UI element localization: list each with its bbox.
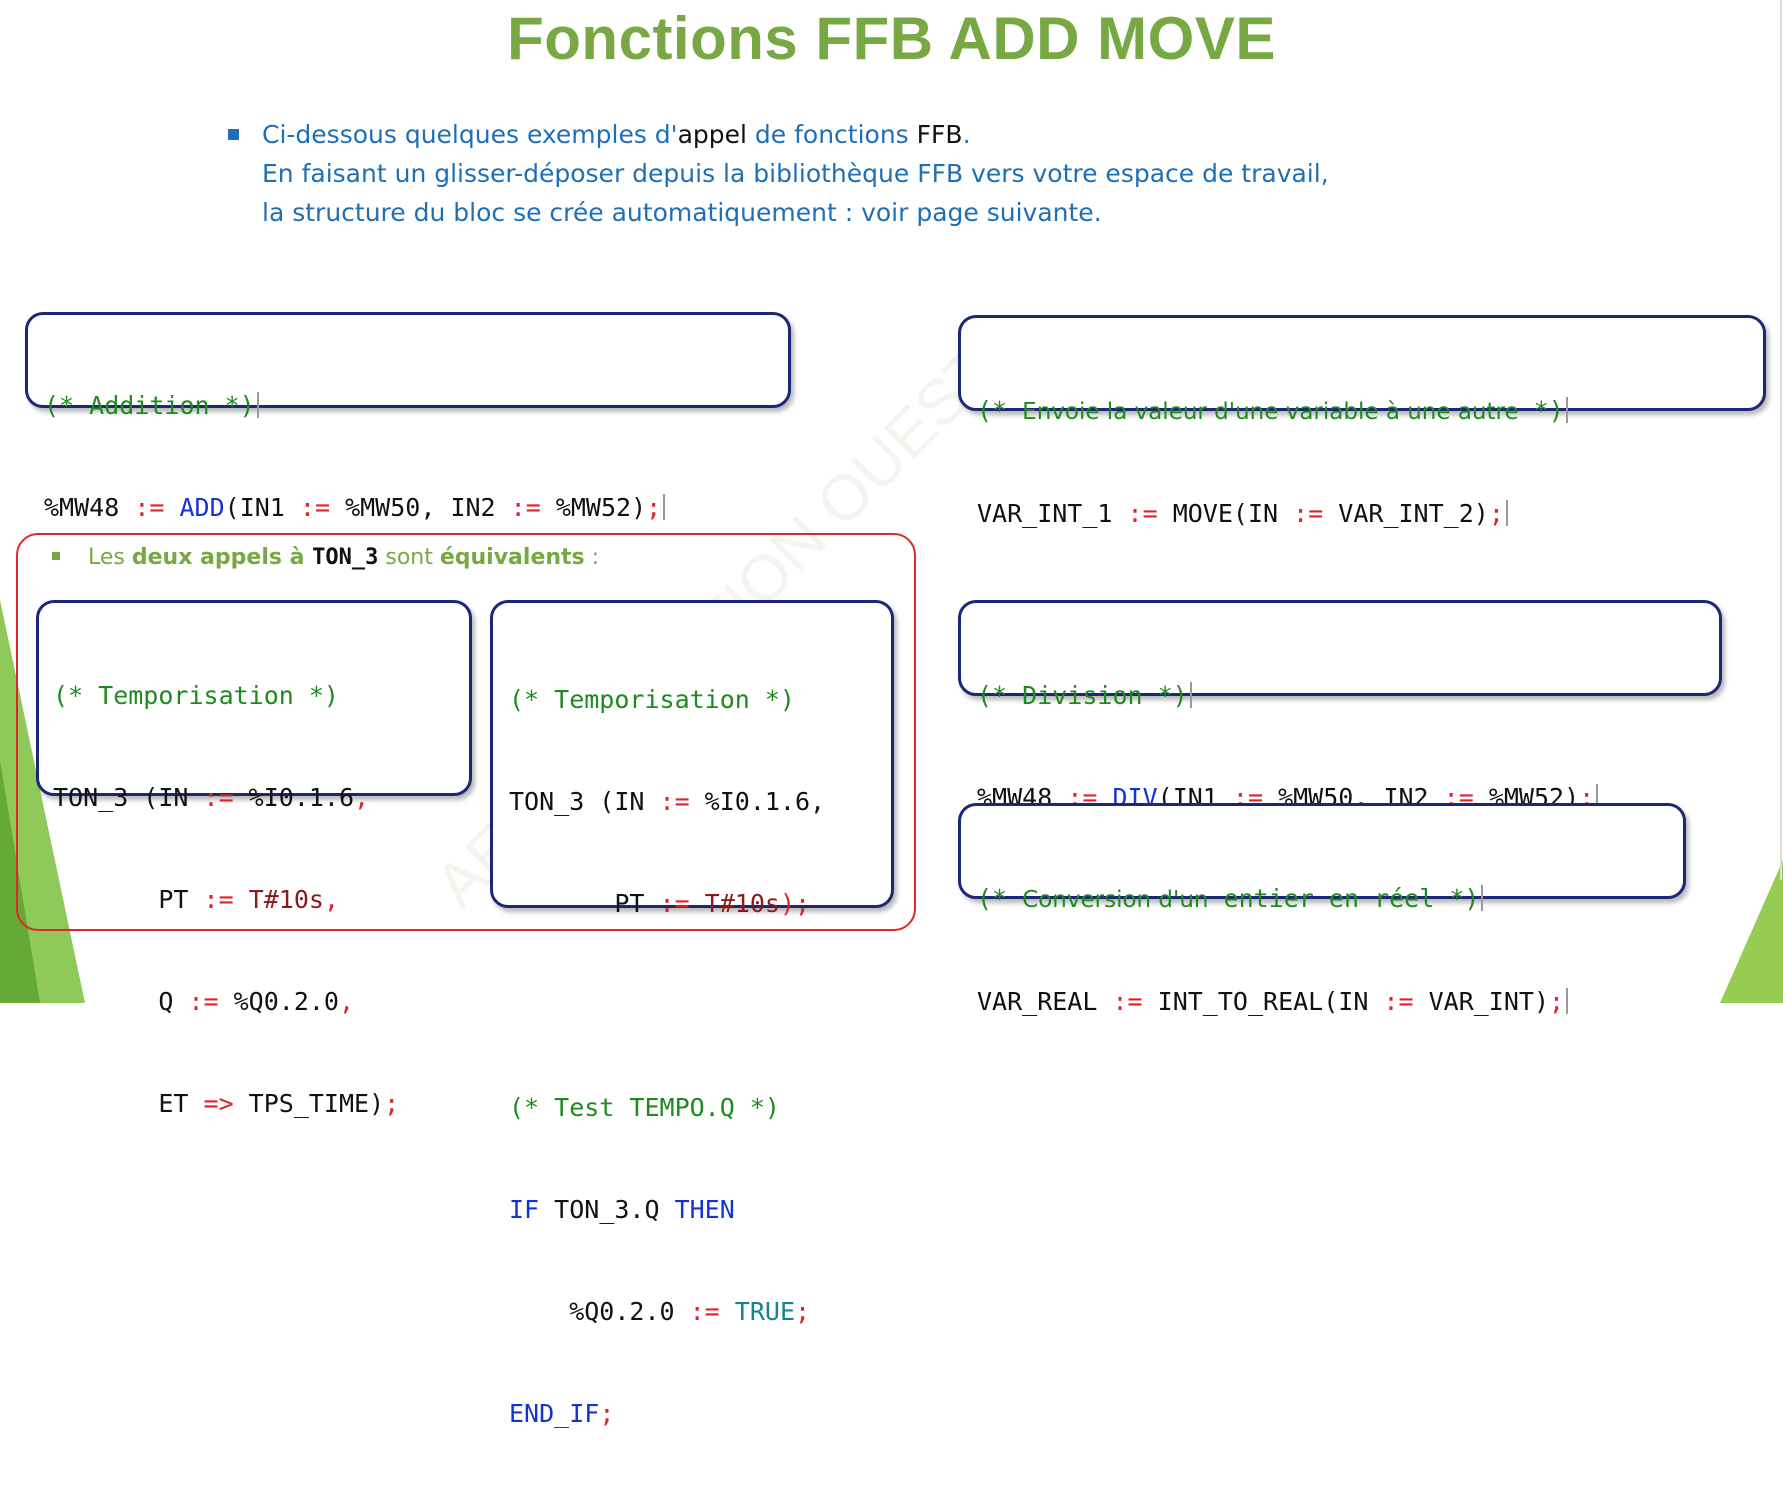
addition-code-box: (* Addition *) %MW48 := ADD(IN1 := %MW50…: [25, 312, 791, 522]
ton1-line-q: Q := %Q0.2.0,: [53, 987, 355, 1016]
ton2-endif-line: END_IF;: [509, 1399, 615, 1428]
ton1-line-in: TON_3 (IN := %I0.1.6,: [53, 783, 370, 812]
intro-line-1: Ci-dessous quelques exemples d'appel de …: [262, 120, 971, 149]
move-comment: (* Envoie la valeur d'une variable à une…: [977, 394, 1568, 429]
ton1-line-et: ET => TPS_TIME);: [53, 1089, 400, 1118]
addition-statement: %MW48 := ADD(IN1 := %MW50, IN2 := %MW52)…: [44, 491, 666, 525]
division-comment: (* Division *): [977, 679, 1598, 713]
ton2-line-in: TON_3 (IN := %I0.1.6,: [509, 787, 826, 816]
page-title: Fonctions FFB ADD MOVE: [507, 5, 1276, 72]
ton-call-full-box: (* Temporisation *) TON_3 (IN := %I0.1.6…: [36, 600, 472, 1118]
conversion-comment: (* Conversion d'un entier en réel *): [977, 882, 1568, 917]
intro-text: Ci-dessous quelques exemples d'appel de …: [228, 115, 1329, 232]
conversion-code-box: (* Conversion d'un entier en réel *) VAR…: [958, 803, 1686, 1016]
ton2-assign-line: %Q0.2.0 := TRUE;: [509, 1297, 811, 1326]
ton2-if-line: IF TON_3.Q THEN: [509, 1195, 735, 1224]
ton-examples-frame: [16, 533, 916, 931]
ton2-comment-test: (* Test TEMPO.Q *): [509, 1093, 780, 1122]
intro-line-3: la structure du bloc se crée automatique…: [262, 198, 1102, 227]
move-code-box: (* Envoie la valeur d'une variable à une…: [958, 315, 1766, 528]
ton1-comment: (* Temporisation *): [53, 681, 339, 710]
ton-call-test-box: (* Temporisation *) TON_3 (IN := %I0.1.6…: [490, 600, 894, 1428]
conversion-statement: VAR_REAL := INT_TO_REAL(IN := VAR_INT);: [977, 985, 1569, 1019]
bullet-icon: [228, 129, 239, 140]
ton-examples-heading: Les deux appels à TON_3 sont équivalents…: [52, 545, 599, 570]
division-code-box: (* Division *) %MW48 := DIV(IN1 := %MW50…: [958, 600, 1722, 812]
bullet-icon: [52, 552, 60, 560]
ton1-line-pt: PT := T#10s,: [53, 885, 339, 914]
move-statement: VAR_INT_1 := MOVE(IN := VAR_INT_2);: [977, 497, 1568, 531]
addition-comment: (* Addition *): [44, 389, 665, 423]
ton2-line-pt: PT := T#10s);: [509, 889, 811, 918]
intro-line-2: En faisant un glisser-déposer depuis la …: [262, 159, 1329, 188]
ton2-comment: (* Temporisation *): [509, 685, 795, 714]
